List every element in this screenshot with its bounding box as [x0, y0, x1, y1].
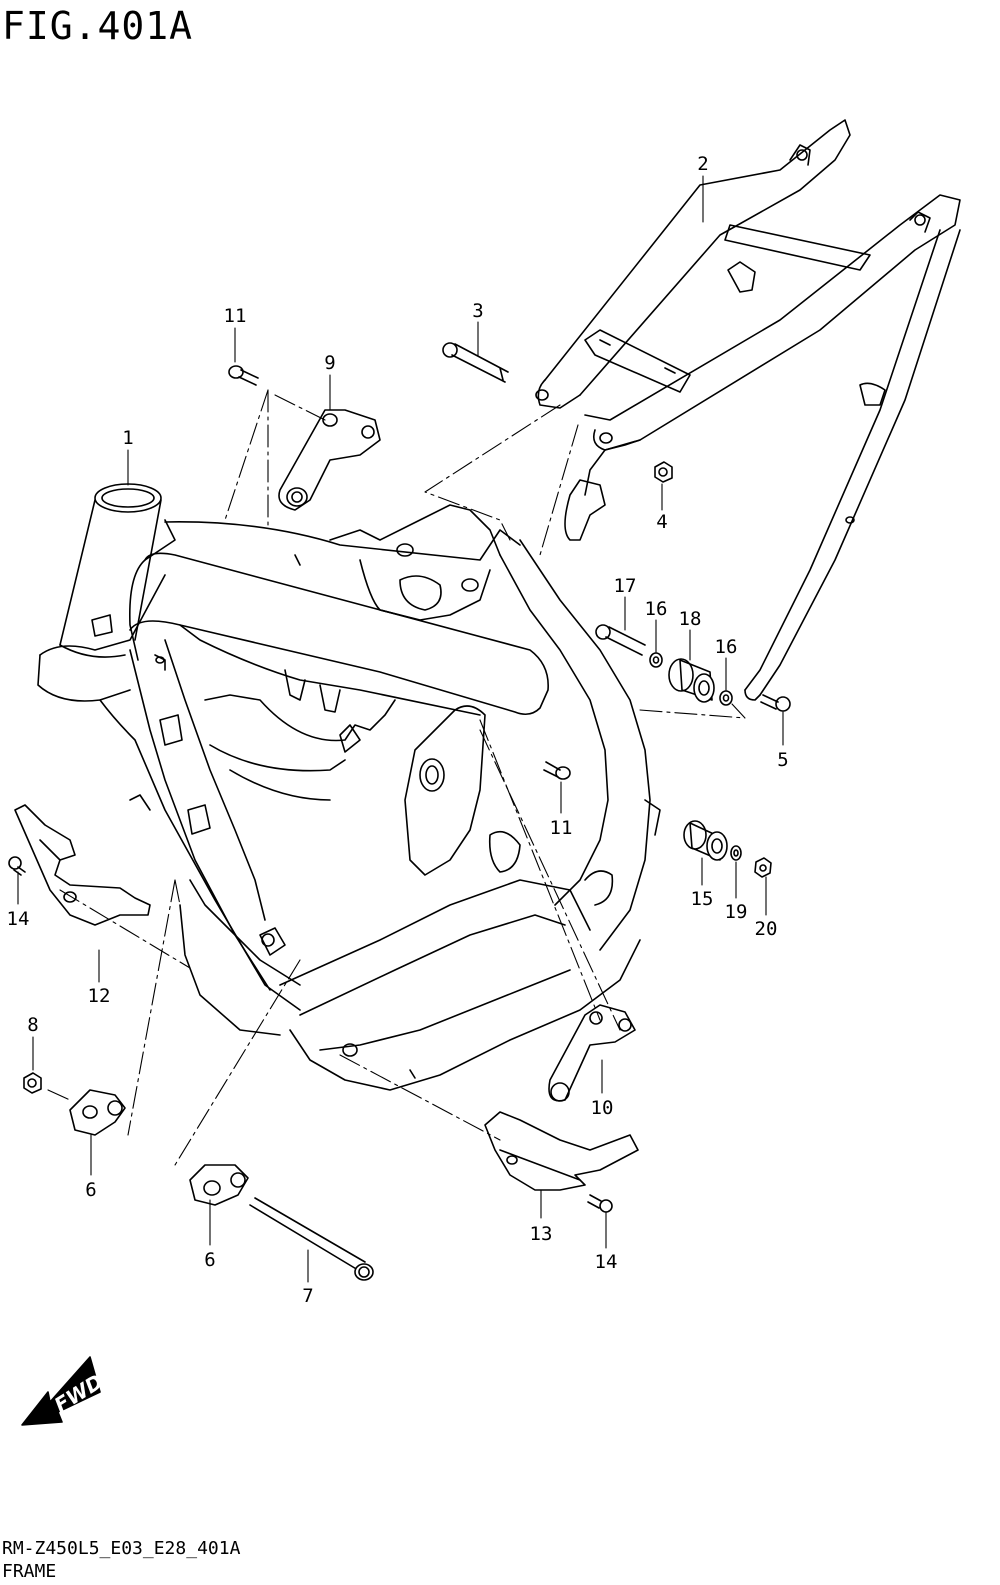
callout-2: 2: [697, 153, 708, 175]
frame-guard-right: [484, 1111, 639, 1191]
callout-20: 20: [755, 918, 778, 940]
callout-14a: 14: [7, 908, 30, 930]
fwd-arrow-icon: FWD: [21, 1356, 107, 1426]
bolt-11-b: [543, 761, 571, 780]
diagram-section-name: FRAME: [2, 1561, 57, 1582]
main-frame-part: [37, 483, 661, 1091]
engine-mount-bracket-rear: [548, 1004, 636, 1102]
callout-6b: 6: [204, 1249, 215, 1271]
washer-19: [730, 845, 742, 861]
callout-16b: 16: [715, 636, 738, 658]
callout-19: 19: [725, 901, 748, 923]
damper-bushing-upper: [668, 658, 715, 703]
callout-3: 3: [472, 300, 483, 322]
nut-20: [754, 857, 772, 878]
callout-4: 4: [656, 511, 667, 533]
engine-mount-plate-lower-b: [189, 1164, 249, 1206]
callout-labels: 1 2 3 4 5 6 6 7 8 9 10 11 11 12 13 14 14…: [7, 153, 789, 1307]
nut-8: [23, 1072, 42, 1094]
bolt-14-b: [587, 1194, 613, 1213]
diagram-reference-code: RM-Z450L5_E03_E28_401A: [2, 1538, 241, 1559]
engine-mount-plate-lower-a: [69, 1089, 126, 1136]
callout-12: 12: [88, 985, 111, 1007]
callout-11b: 11: [550, 817, 573, 839]
callout-11a: 11: [224, 305, 247, 327]
callout-7: 7: [302, 1285, 313, 1307]
bolt-11-a: [228, 365, 259, 386]
assembly-guide-lines: [47, 389, 746, 1166]
callout-1: 1: [122, 427, 133, 449]
seat-rail-part: [535, 119, 961, 701]
damper-bushing-lower: [683, 820, 728, 861]
callout-5: 5: [777, 749, 788, 771]
callout-16a: 16: [645, 598, 668, 620]
callout-14b: 14: [595, 1251, 618, 1273]
damper-mount-bolt: [595, 624, 646, 656]
nut-4: [654, 461, 673, 483]
washer-16-a: [649, 652, 663, 668]
callout-10: 10: [591, 1097, 614, 1119]
frame-guard-left: [14, 804, 151, 926]
callout-18: 18: [679, 608, 702, 630]
seat-rail-upper-bolt: [442, 342, 509, 383]
figure-title: FIG.401A: [2, 4, 194, 48]
engine-mount-long-bolt: [249, 1197, 374, 1281]
callout-8: 8: [27, 1014, 38, 1036]
engine-mount-bracket-upper: [278, 409, 381, 511]
callout-6a: 6: [85, 1179, 96, 1201]
callout-leader-lines: [17, 175, 784, 1283]
callout-15: 15: [691, 888, 714, 910]
washer-16-b: [719, 690, 733, 706]
callout-13: 13: [530, 1223, 553, 1245]
callout-9: 9: [324, 352, 335, 374]
bolt-5: [760, 694, 791, 712]
bolt-14-a: [8, 856, 26, 876]
callout-17: 17: [614, 575, 637, 597]
